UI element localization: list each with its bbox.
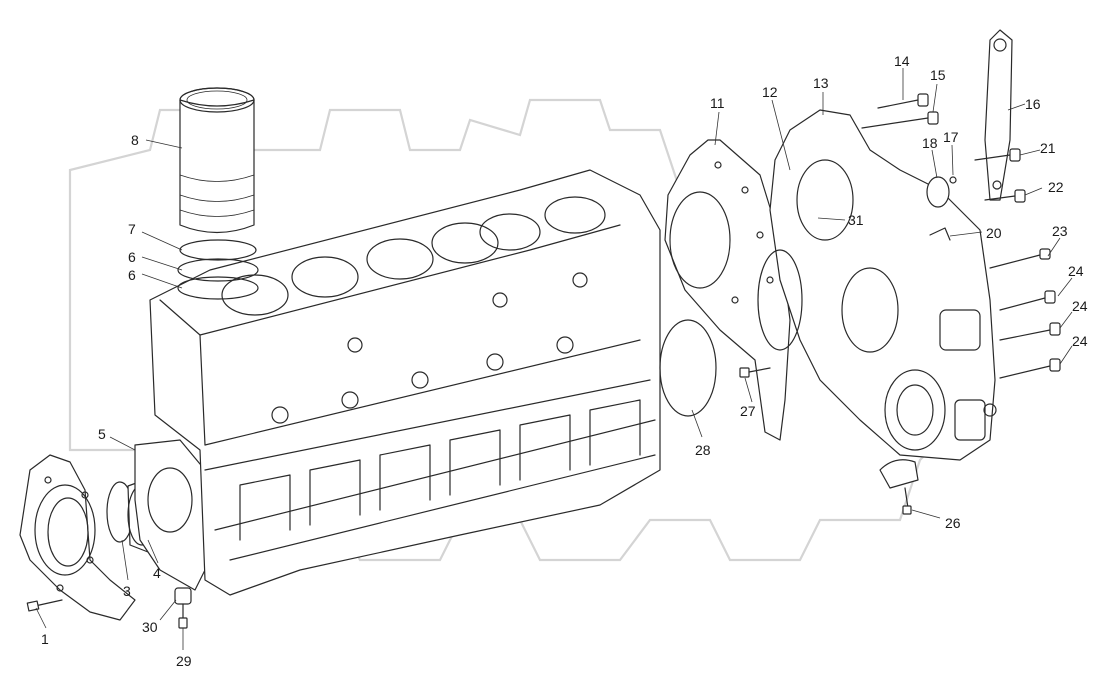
callout-5: 5 [98, 426, 106, 442]
callout-3: 3 [123, 583, 131, 599]
callout-4: 4 [153, 565, 161, 581]
inspection-cover [879, 459, 919, 515]
leader-lines [35, 68, 1073, 650]
callout-16: 16 [1025, 96, 1041, 112]
callout-18: 18 [922, 135, 938, 151]
callout-1: 1 [41, 631, 49, 647]
callout-7: 7 [128, 221, 136, 237]
callout-21: 21 [1040, 140, 1056, 156]
callout-23: 23 [1052, 223, 1068, 239]
callout-17: 17 [943, 129, 959, 145]
callout-11: 11 [710, 95, 725, 111]
callout-29: 29 [176, 653, 192, 669]
callout-labels: 1 3 4 5 6 6 7 8 11 12 13 14 15 16 17 18 … [41, 53, 1088, 669]
front-seal-housing [19, 454, 136, 621]
flywheel-housing-plate [664, 139, 791, 441]
rear-cover-plate [134, 439, 211, 591]
callout-26: 26 [945, 515, 961, 531]
callout-13: 13 [813, 75, 829, 91]
callout-22: 22 [1048, 179, 1064, 195]
callout-20: 20 [986, 225, 1002, 241]
callout-6a: 6 [128, 249, 136, 265]
callout-24c: 24 [1072, 333, 1088, 349]
lifting-bracket [984, 29, 1013, 201]
callout-8: 8 [131, 132, 139, 148]
stud-bolts [739, 367, 771, 378]
bolts [861, 93, 1061, 379]
sensor [174, 587, 192, 629]
small-cover [926, 176, 957, 241]
callout-12: 12 [762, 84, 778, 100]
callout-27: 27 [740, 403, 756, 419]
callout-28: 28 [695, 442, 711, 458]
callout-24a: 24 [1068, 263, 1084, 279]
gasket [659, 319, 717, 417]
cylinder-liner [179, 87, 255, 234]
callout-6b: 6 [128, 267, 136, 283]
callout-31: 31 [848, 212, 864, 228]
flywheel-housing [757, 109, 997, 461]
liner-o-rings [177, 239, 259, 300]
cylinder-block [149, 169, 661, 596]
callout-15: 15 [930, 67, 946, 83]
callout-14: 14 [894, 53, 910, 69]
callout-30: 30 [142, 619, 158, 635]
callout-24b: 24 [1072, 298, 1088, 314]
